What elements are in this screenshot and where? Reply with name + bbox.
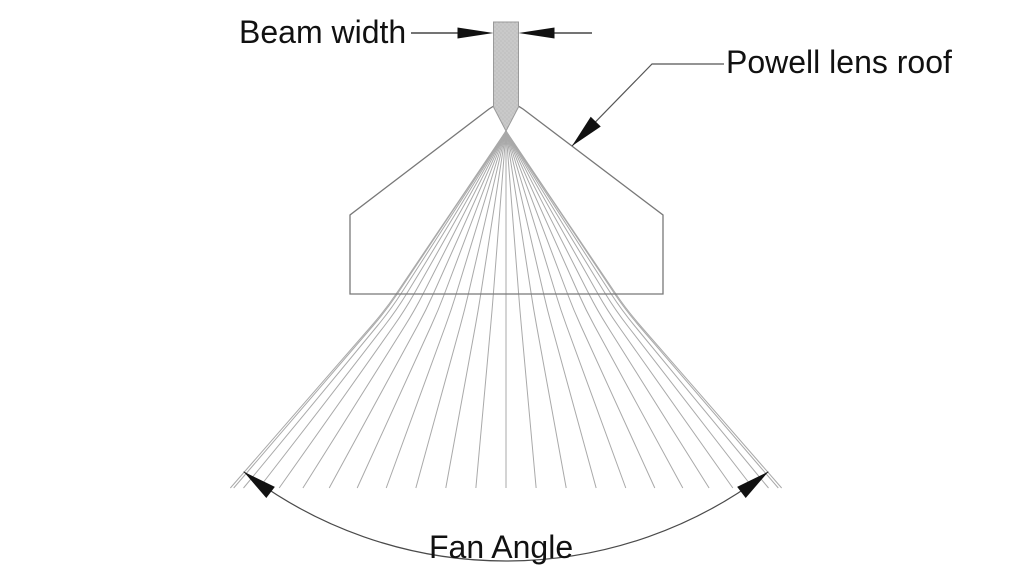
light-ray: [233, 130, 507, 489]
laser-beam-shape: [493, 21, 519, 133]
powell-lens-roof-label: Powell lens roof: [726, 44, 952, 80]
light-ray: [505, 130, 537, 489]
light-ray: [328, 130, 507, 489]
light-ray: [258, 130, 507, 489]
dimension-arrow-left-icon: [518, 27, 555, 39]
light-ray: [505, 130, 769, 489]
ray-fan: [229, 130, 783, 489]
dimension-arrow-right-icon: [457, 27, 494, 39]
light-ray: [505, 130, 656, 489]
leader-arrow-icon: [572, 116, 601, 146]
light-ray: [475, 130, 507, 489]
light-ray: [505, 130, 754, 489]
light-ray: [505, 130, 779, 489]
light-ray: [243, 130, 507, 489]
fan-angle-label: Fan Angle: [429, 529, 574, 565]
fan-angle-arc-line: [243, 471, 769, 562]
light-ray: [505, 130, 684, 489]
leader-line: [571, 63, 724, 147]
fan-angle-arc: [243, 471, 769, 562]
beam-width-label: Beam width: [239, 14, 407, 50]
arc-arrow-left-icon: [243, 471, 275, 498]
light-ray: [356, 130, 507, 489]
arc-arrow-right-icon: [737, 471, 769, 498]
roof-leader: [571, 63, 724, 147]
beam-width-dimension: [411, 27, 592, 39]
